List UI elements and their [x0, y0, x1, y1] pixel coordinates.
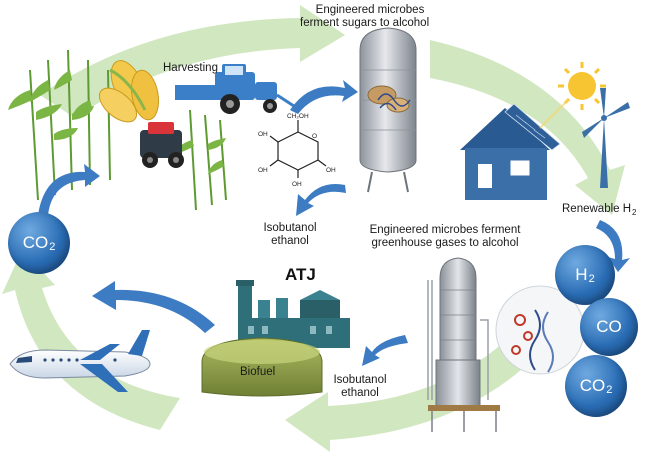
cycle-arrow-left — [2, 250, 180, 430]
harvester-icon — [140, 122, 184, 168]
arrow-fermenter-to-products — [296, 184, 346, 216]
bubble-co2-right-sub: 2 — [606, 384, 613, 396]
label-microbes-sugars: Engineered microbes ferment sugars to al… — [300, 4, 480, 30]
glucose-oh-4: OH — [292, 181, 302, 188]
glucose-oh-3: OH — [326, 167, 336, 174]
glucose-o: O — [312, 133, 317, 140]
arrow-factory-to-plane — [92, 281, 215, 333]
label-products-bottom-line2: ethanol — [341, 387, 379, 399]
arrow-column-to-products — [362, 335, 408, 366]
fermenter-tank-icon — [359, 27, 417, 193]
label-microbes-sugars-line2: ferment sugars to alcohol — [300, 17, 430, 29]
bubble-co-main: CO — [596, 317, 622, 336]
label-products-top-line2: ethanol — [271, 235, 309, 247]
flow-arrows — [38, 80, 630, 366]
label-harvesting: Harvesting — [163, 62, 218, 74]
label-atj: ATJ — [285, 265, 316, 284]
bubble-co2-left-main: CO — [22, 233, 49, 252]
glucose-labels: CH₂OH O OH OH OH OH — [258, 113, 336, 188]
label-renewable-h2-prefix: Renewable H — [562, 203, 632, 215]
bubble-h2-sub: 2 — [588, 273, 595, 285]
label-products-bottom: Isobutanol ethanol — [325, 374, 395, 400]
cycle-arrow-bottom — [285, 315, 560, 452]
bubble-co2-right-main: CO — [579, 376, 606, 395]
corn-crop-icon — [8, 49, 227, 211]
bubble-co2-left-sub: 2 — [49, 241, 56, 253]
label-microbes-ghg-line2: greenhouse gases to alcohol — [371, 237, 519, 249]
glucose-oh-1: OH — [258, 131, 268, 138]
gas-fermenter-column-icon — [427, 257, 500, 432]
label-products-top-line1: Isobutanol — [263, 222, 317, 234]
biofuel-tank-icon — [201, 337, 323, 397]
arrow-renewable-h2 — [596, 220, 630, 272]
arrow-co2-to-crops — [38, 164, 100, 215]
bubble-co: CO — [580, 298, 638, 356]
glucose-ch2oh: CH₂OH — [287, 113, 309, 120]
label-microbes-ghg-line1: Engineered microbes ferment — [369, 224, 521, 236]
bubble-h2-main: H — [575, 265, 588, 284]
label-products-bottom-line1: Isobutanol — [333, 374, 387, 386]
label-products-top: Isobutanol ethanol — [255, 222, 325, 248]
factory-icon — [236, 280, 350, 348]
glucose-molecule-icon — [269, 120, 327, 178]
cycle-arrow-right — [430, 40, 625, 215]
label-renewable-h2: Renewable H2 — [562, 203, 637, 217]
label-microbes-ghg: Engineered microbes ferment greenhouse g… — [355, 224, 535, 250]
airplane-icon — [9, 330, 151, 392]
glucose-oh-2: OH — [258, 167, 268, 174]
corn-cobs-icon — [98, 60, 160, 123]
house-solar-icon — [460, 103, 561, 200]
sun-icon — [539, 62, 606, 129]
label-renewable-h2-sub: 2 — [632, 208, 637, 217]
wind-turbine-icon — [582, 88, 630, 188]
arrow-tractor-to-fermenter — [290, 80, 358, 114]
label-microbes-sugars-line1: Engineered microbes — [315, 4, 425, 16]
label-biofuel: Biofuel — [240, 366, 276, 378]
